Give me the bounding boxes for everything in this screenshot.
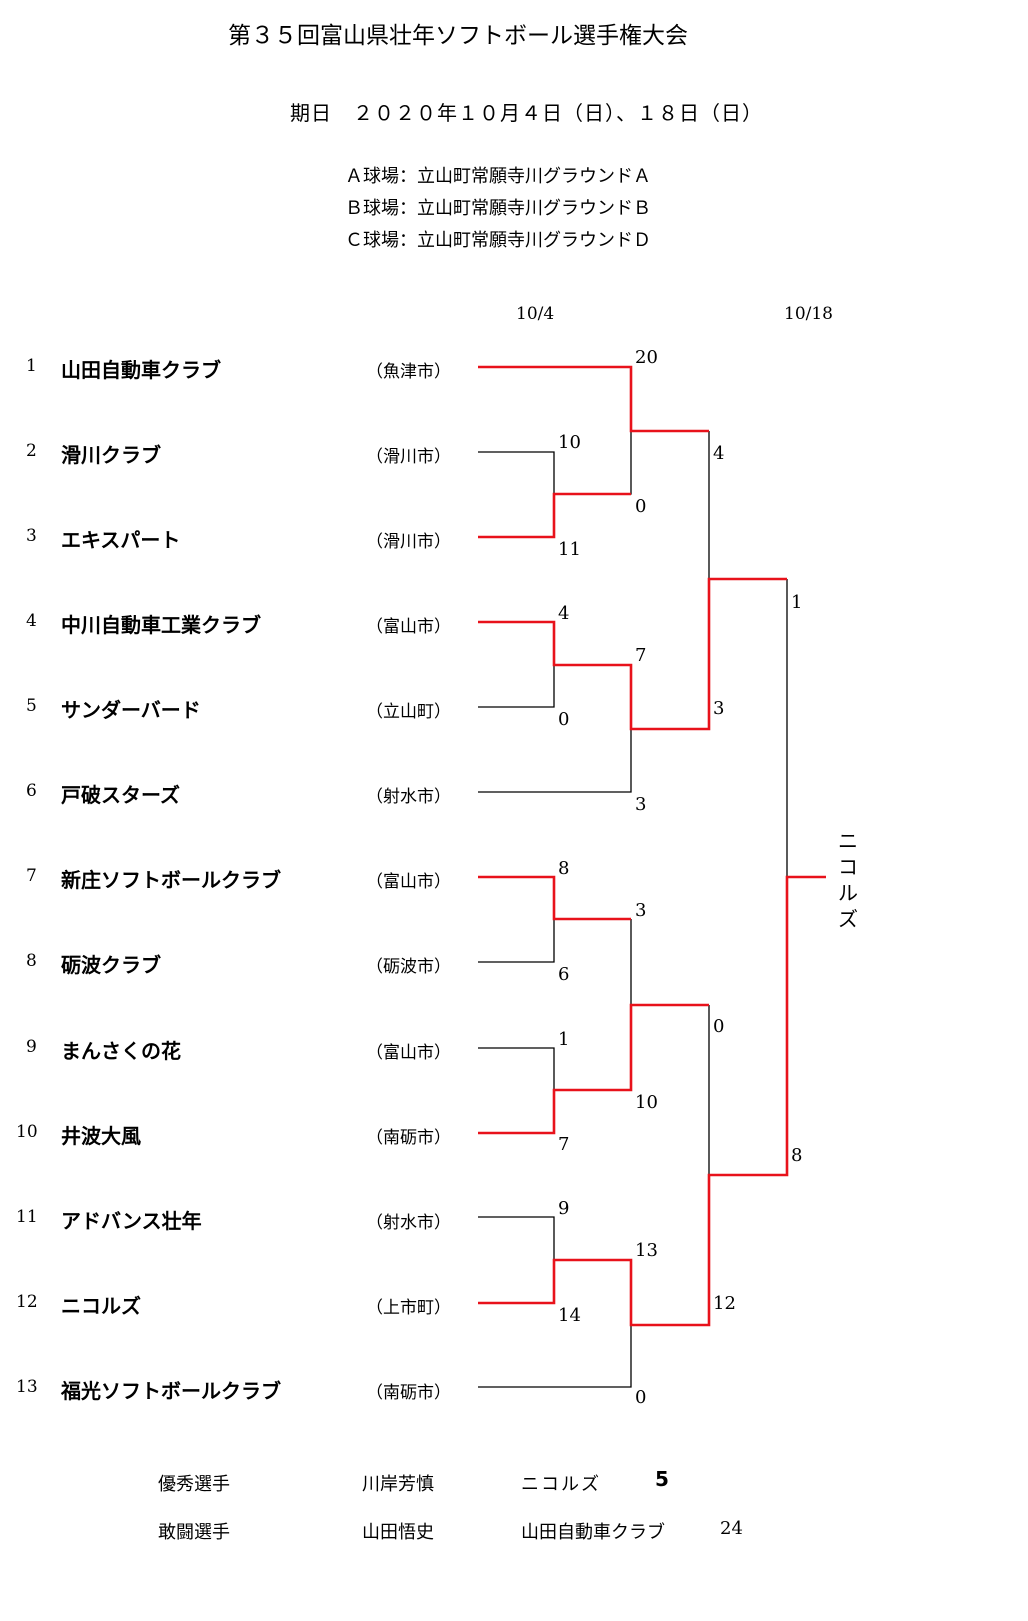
score-label: 10 bbox=[558, 432, 581, 453]
team-city: （立山町） bbox=[366, 702, 451, 722]
award-number: 24 bbox=[720, 1518, 743, 1539]
team-name: エキスパート bbox=[61, 528, 181, 552]
team-number: 1 bbox=[26, 356, 37, 376]
bracket-winner-line bbox=[478, 875, 631, 921]
score-label: 20 bbox=[635, 347, 658, 368]
team-city: （滑川市） bbox=[366, 532, 451, 552]
team-city: （富山市） bbox=[366, 872, 451, 892]
score-label: 1 bbox=[791, 592, 803, 613]
round-date-first: 10/4 bbox=[516, 304, 555, 324]
team-city: （滑川市） bbox=[366, 447, 451, 467]
score-label: 4 bbox=[558, 603, 570, 624]
venue-a: Ａ球場：立山町常願寺川グラウンドＡ bbox=[345, 166, 651, 187]
team-number: 6 bbox=[26, 781, 37, 801]
bracket-line bbox=[478, 451, 555, 494]
team-number: 5 bbox=[26, 696, 37, 716]
team-city: （魚津市） bbox=[366, 362, 451, 382]
team-city: （富山市） bbox=[366, 1043, 451, 1063]
bracket-line bbox=[478, 1216, 555, 1260]
team-city: （南砺市） bbox=[366, 1128, 451, 1148]
award-player: 川岸芳慎 bbox=[362, 1474, 434, 1495]
score-label: 14 bbox=[558, 1305, 581, 1326]
bracket-winner-line bbox=[478, 365, 709, 433]
score-label: 0 bbox=[635, 496, 647, 517]
team-name: 滑川クラブ bbox=[61, 443, 161, 467]
team-name: 中川自動車工業クラブ bbox=[61, 613, 261, 637]
team-name: 砺波クラブ bbox=[61, 953, 161, 977]
bracket-line bbox=[478, 1047, 555, 1090]
venue-c: Ｃ球場：立山町常願寺川グラウンドＤ bbox=[345, 230, 651, 251]
score-label: 3 bbox=[713, 698, 725, 719]
score-label: 8 bbox=[791, 1145, 803, 1166]
score-label: 7 bbox=[558, 1134, 570, 1155]
score-label: 13 bbox=[635, 1240, 658, 1261]
bracket-line bbox=[478, 665, 555, 708]
score-label: 0 bbox=[635, 1387, 647, 1408]
team-city: （砺波市） bbox=[366, 957, 451, 977]
score-label: 0 bbox=[558, 709, 570, 730]
team-city: （上市町） bbox=[366, 1298, 451, 1318]
team-number: 9 bbox=[26, 1037, 37, 1057]
team-number: 7 bbox=[26, 866, 37, 886]
team-name: まんさくの花 bbox=[61, 1039, 181, 1063]
date-line: 期日 ２０２０年１０月４日（日）、１８日（日） bbox=[290, 101, 763, 125]
team-name: 山田自動車クラブ bbox=[61, 358, 221, 382]
champion-label: ニコルズ bbox=[838, 829, 858, 931]
score-label: 4 bbox=[713, 443, 725, 464]
award-label: 優秀選手 bbox=[158, 1474, 230, 1495]
team-name: ニコルズ bbox=[61, 1294, 141, 1318]
team-name: 戸破スターズ bbox=[61, 783, 180, 807]
score-label: 7 bbox=[635, 645, 647, 666]
score-label: 0 bbox=[713, 1016, 725, 1037]
team-number: 10 bbox=[16, 1122, 38, 1142]
award-number: 5 bbox=[655, 1467, 669, 1491]
score-label: 8 bbox=[558, 858, 570, 879]
score-label: 12 bbox=[713, 1293, 736, 1314]
award-player: 山田悟史 bbox=[362, 1522, 434, 1543]
team-name: 福光ソフトボールクラブ bbox=[61, 1379, 281, 1403]
round-date-final: 10/18 bbox=[784, 304, 833, 324]
team-number: 4 bbox=[26, 611, 37, 631]
score-label: 6 bbox=[558, 964, 570, 985]
score-label: 3 bbox=[635, 794, 647, 815]
team-city: （射水市） bbox=[366, 1213, 451, 1233]
team-name: 新庄ソフトボールクラブ bbox=[61, 868, 281, 892]
team-city: （射水市） bbox=[366, 787, 451, 807]
tournament-title: 第３５回富山県壮年ソフトボール選手権大会 bbox=[228, 23, 688, 49]
team-name: アドバンス壮年 bbox=[61, 1209, 202, 1233]
team-number: 12 bbox=[16, 1292, 38, 1312]
score-label: 9 bbox=[558, 1198, 570, 1219]
award-team: ニコルズ bbox=[521, 1474, 601, 1495]
team-name: サンダーバード bbox=[61, 698, 201, 722]
bracket-winner-line bbox=[478, 577, 787, 731]
bracket-line bbox=[478, 1325, 632, 1388]
team-city: （南砺市） bbox=[366, 1383, 451, 1403]
bracket-winner-line bbox=[478, 492, 631, 539]
bracket-winner-line bbox=[478, 875, 826, 1327]
team-name: 井波大風 bbox=[61, 1124, 141, 1148]
score-label: 10 bbox=[635, 1092, 658, 1113]
bracket-winner-line bbox=[478, 1003, 709, 1135]
team-number: 3 bbox=[26, 526, 37, 546]
score-label: 11 bbox=[558, 539, 581, 560]
team-city: （富山市） bbox=[366, 617, 451, 637]
score-label: 3 bbox=[635, 900, 647, 921]
award-label: 敢闘選手 bbox=[158, 1522, 230, 1543]
team-number: 13 bbox=[16, 1377, 38, 1397]
bracket-line bbox=[478, 729, 632, 793]
award-team: 山田自動車クラブ bbox=[521, 1522, 665, 1543]
team-number: 2 bbox=[26, 441, 37, 461]
bracket-line bbox=[478, 919, 555, 963]
score-label: 1 bbox=[558, 1029, 570, 1050]
team-number: 11 bbox=[16, 1207, 38, 1227]
team-number: 8 bbox=[26, 951, 37, 971]
venue-b: Ｂ球場：立山町常願寺川グラウンドＢ bbox=[345, 198, 651, 219]
